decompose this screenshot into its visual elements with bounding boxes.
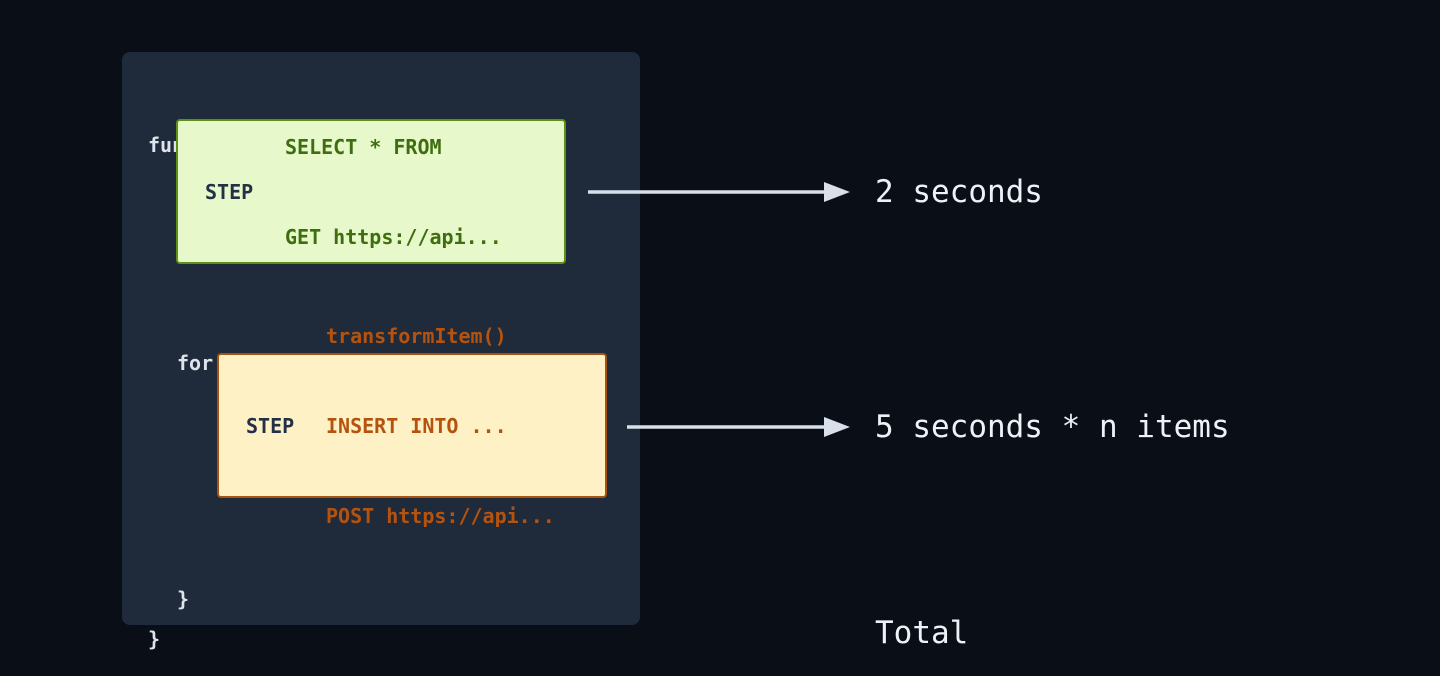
arrow-step2-icon bbox=[627, 417, 850, 437]
step1-duration-text: 2 seconds bbox=[875, 174, 1043, 210]
step-label: STEP bbox=[246, 413, 295, 438]
step-box-transform-load: STEP transformItem() INSERT INTO ... POS… bbox=[217, 324, 607, 528]
step2-duration-text: 5 seconds * n items bbox=[875, 409, 1230, 445]
step-code-lines: transformItem() INSERT INTO ... POST htt… bbox=[326, 261, 555, 591]
code-panel: function () { STEP SELECT * FROM GET htt… bbox=[122, 52, 640, 651]
arrow-step1-icon bbox=[588, 182, 850, 202]
step-code-line: GET https://api... bbox=[285, 224, 502, 249]
step-code-line: INSERT INTO ... bbox=[326, 413, 507, 438]
step-code-line: transformItem() bbox=[326, 323, 507, 348]
step-label: STEP bbox=[205, 179, 254, 204]
code-line-function-close: } bbox=[148, 627, 161, 651]
step-box-extract: STEP SELECT * FROM GET https://api... bbox=[176, 119, 566, 264]
step-code-lines: SELECT * FROM GET https://api... bbox=[285, 72, 502, 312]
total-summary: Total 100 items = 502 seconds bbox=[875, 531, 1304, 676]
step-code-line: POST https://api... bbox=[326, 503, 555, 528]
step-code-line: SELECT * FROM bbox=[285, 134, 442, 159]
code-line-for-close: } bbox=[177, 587, 190, 611]
total-label: Total bbox=[875, 615, 969, 651]
